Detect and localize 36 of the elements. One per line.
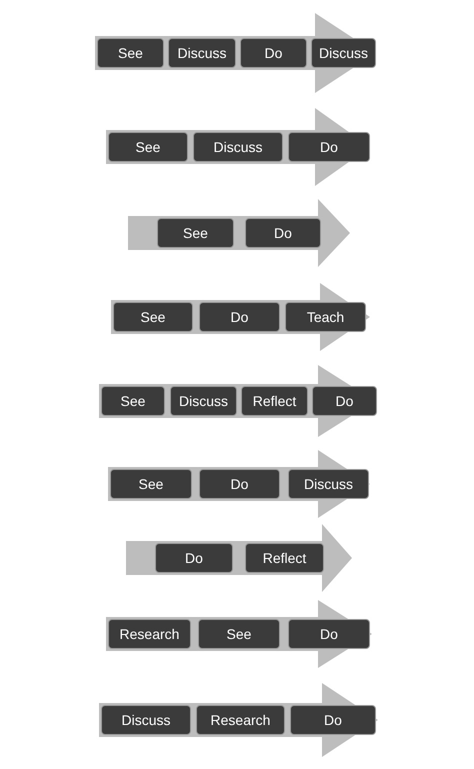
arrow-shape	[99, 365, 377, 437]
step-box: See	[113, 302, 193, 332]
step-box: Research	[108, 619, 191, 649]
step-box: Reflect	[241, 386, 308, 416]
step-box: Do	[240, 38, 307, 68]
arrow-shape	[108, 450, 370, 518]
step-box: See	[110, 469, 192, 499]
step-box: Discuss	[170, 386, 237, 416]
step-box: See	[108, 132, 188, 162]
arrow-shape	[106, 108, 370, 186]
step-box: Do	[312, 386, 377, 416]
step-box: Discuss	[168, 38, 236, 68]
step-box: Discuss	[193, 132, 283, 162]
step-box: Research	[196, 705, 285, 735]
step-box: Do	[245, 218, 321, 248]
arrow-shape	[99, 683, 378, 757]
arrow-shape	[95, 13, 376, 93]
step-box: See	[97, 38, 164, 68]
step-box: Do	[199, 469, 280, 499]
step-box: Do	[288, 619, 370, 649]
arrow-shape	[111, 283, 370, 351]
step-box: Do	[290, 705, 376, 735]
step-box: Do	[199, 302, 280, 332]
step-box: Reflect	[245, 543, 324, 573]
step-box: Discuss	[101, 705, 191, 735]
step-box: Discuss	[311, 38, 376, 68]
step-box: See	[198, 619, 280, 649]
step-box: Teach	[285, 302, 366, 332]
step-box: See	[157, 218, 234, 248]
step-box: See	[101, 386, 165, 416]
step-box: Discuss	[288, 469, 369, 499]
step-box: Do	[155, 543, 233, 573]
arrow-shape	[126, 524, 352, 592]
arrow-shape	[128, 199, 350, 267]
arrow-shape	[106, 600, 372, 668]
step-box: Do	[288, 132, 370, 162]
